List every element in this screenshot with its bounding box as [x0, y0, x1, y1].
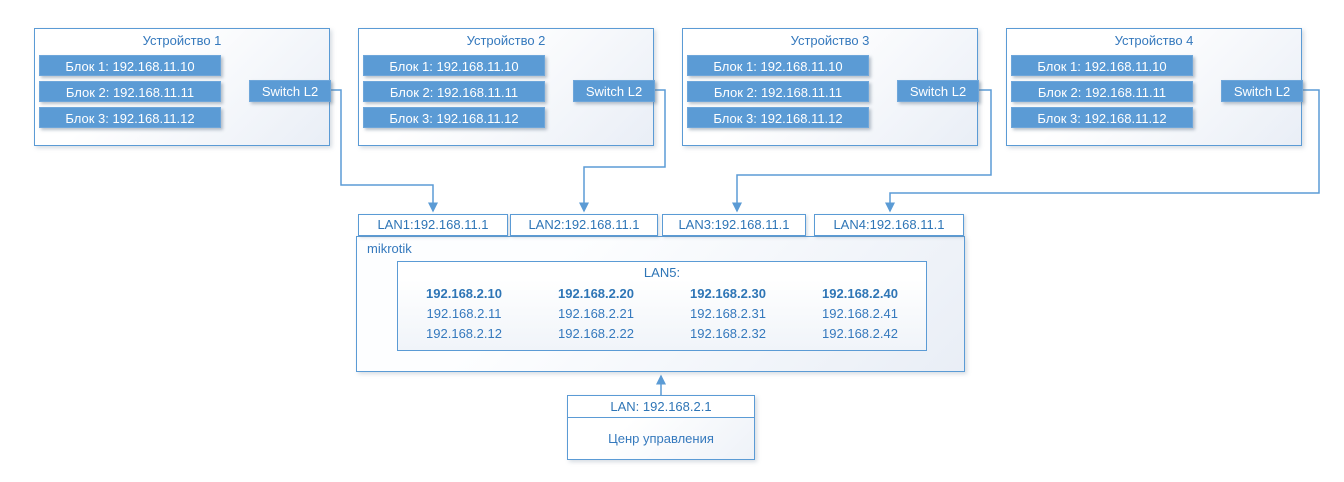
device-block: Блок 1: 192.168.11.10	[1011, 55, 1193, 76]
device-block: Блок 1: 192.168.11.10	[363, 55, 545, 76]
device-block: Блок 2: 192.168.11.11	[1011, 81, 1193, 102]
switch4-to-lan4-connector	[885, 89, 1320, 213]
device-block: Блок 2: 192.168.11.11	[39, 81, 221, 102]
lan5-ip: 192.168.2.20	[558, 286, 634, 301]
device-title: Устройство 1	[142, 33, 222, 48]
router-name: mikrotik	[367, 241, 412, 256]
control-center-name: Ценр управления	[608, 431, 714, 446]
device-block: Блок 3: 192.168.11.12	[39, 107, 221, 128]
device-block: Блок 1: 192.168.11.10	[687, 55, 869, 76]
lan5-ip: 192.168.2.30	[690, 286, 766, 301]
device-box-1: Устройство 1 Блок 1: 192.168.11.10 Блок …	[34, 28, 331, 146]
switch-l2-box: Switch L2	[1221, 80, 1303, 102]
lan5-ip: 192.168.2.22	[558, 326, 634, 341]
switch-l2-box: Switch L2	[573, 80, 655, 102]
lan5-ip: 192.168.2.12	[426, 326, 502, 341]
lan5-ip-grid: 192.168.2.10 192.168.2.20 192.168.2.30 1…	[398, 284, 926, 344]
switch1-to-lan1-connector	[330, 89, 438, 213]
device-block: Блок 3: 192.168.11.12	[363, 107, 545, 128]
device-block: Блок 2: 192.168.11.11	[687, 81, 869, 102]
switch-l2-box: Switch L2	[249, 80, 331, 102]
lan5-ip: 192.168.2.31	[690, 306, 766, 321]
device-block: Блок 2: 192.168.11.11	[363, 81, 545, 102]
lan5-box: LAN5: 192.168.2.10 192.168.2.20 192.168.…	[397, 261, 927, 351]
switch3-to-lan3-connector	[732, 89, 992, 213]
switch2-to-lan2-connector	[579, 89, 666, 213]
lan2-port: LAN2:192.168.11.1	[510, 214, 658, 236]
lan5-ip: 192.168.2.11	[426, 306, 502, 321]
switch-l2-box: Switch L2	[897, 80, 979, 102]
lan5-ip: 192.168.2.41	[822, 306, 898, 321]
device-title: Устройство 2	[466, 33, 546, 48]
lan5-ip: 192.168.2.21	[558, 306, 634, 321]
lan5-ip: 192.168.2.32	[690, 326, 766, 341]
device-box-2: Устройство 2 Блок 1: 192.168.11.10 Блок …	[358, 28, 655, 146]
device-title: Устройство 4	[1114, 33, 1194, 48]
lan3-port: LAN3:192.168.11.1	[662, 214, 806, 236]
lan4-port: LAN4:192.168.11.1	[814, 214, 964, 236]
lan1-port: LAN1:192.168.11.1	[358, 214, 508, 236]
device-box-4: Устройство 4 Блок 1: 192.168.11.10 Блок …	[1006, 28, 1303, 146]
lan5-ip: 192.168.2.40	[822, 286, 898, 301]
lan5-ip: 192.168.2.10	[426, 286, 502, 301]
device-block: Блок 3: 192.168.11.12	[687, 107, 869, 128]
lan5-title: LAN5:	[643, 265, 681, 280]
device-title: Устройство 3	[790, 33, 870, 48]
control-center-box: LAN: 192.168.2.1 Ценр управления	[567, 395, 755, 460]
device-box-3: Устройство 3 Блок 1: 192.168.11.10 Блок …	[682, 28, 979, 146]
device-block: Блок 3: 192.168.11.12	[1011, 107, 1193, 128]
lan5-ip: 192.168.2.42	[822, 326, 898, 341]
control-center-lan: LAN: 192.168.2.1	[568, 396, 754, 418]
device-block: Блок 1: 192.168.11.10	[39, 55, 221, 76]
